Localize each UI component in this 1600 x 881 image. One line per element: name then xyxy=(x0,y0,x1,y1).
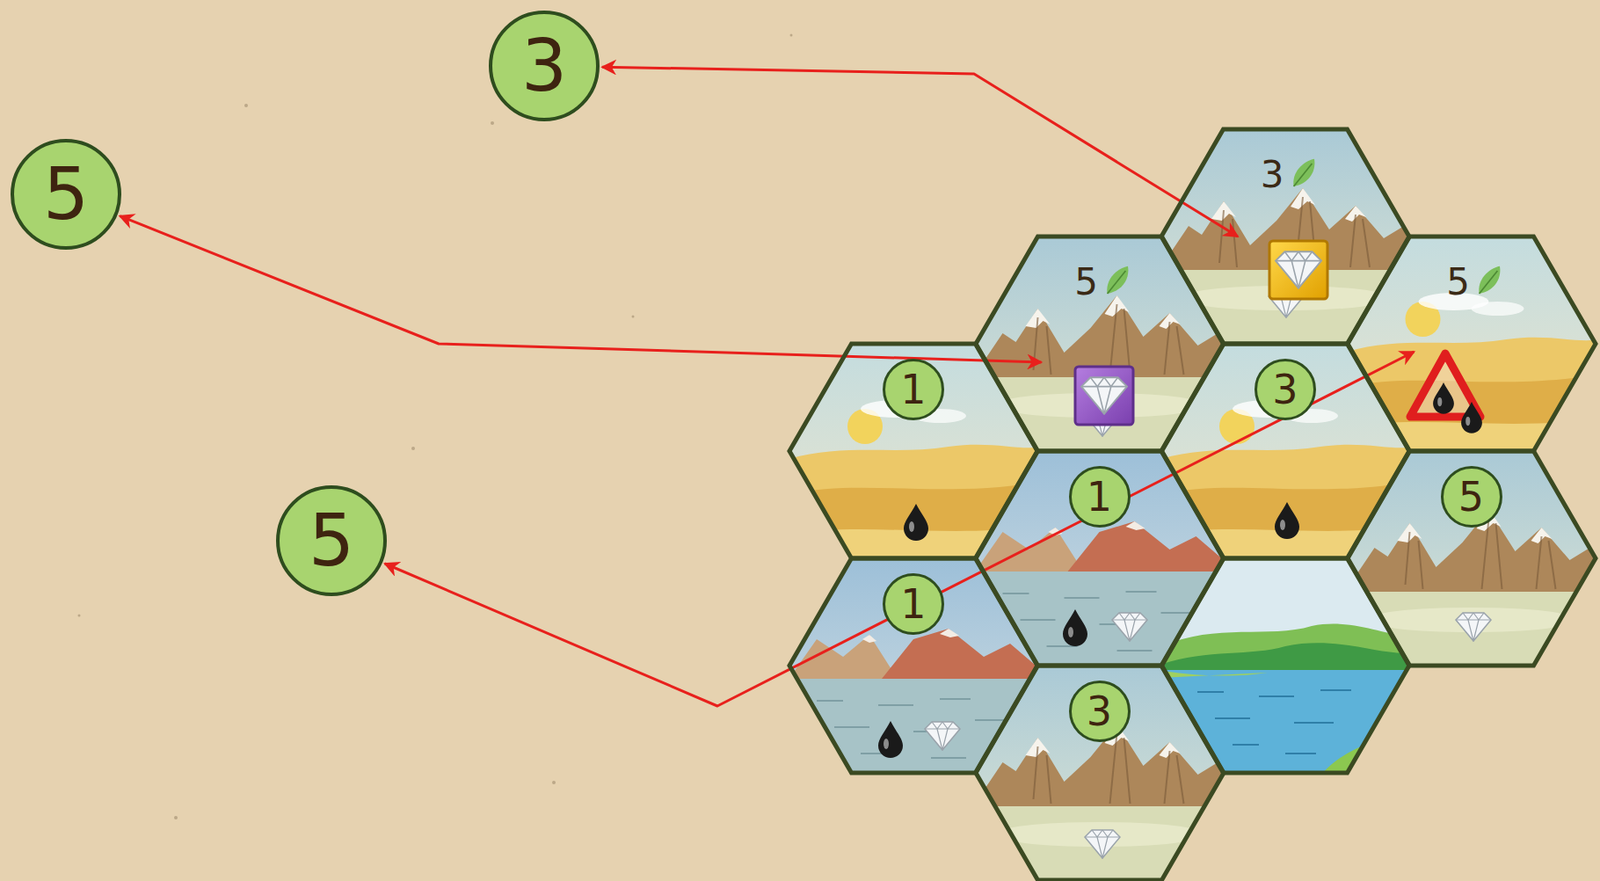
hex-outline xyxy=(1347,236,1596,451)
token-number: 5 xyxy=(308,504,355,577)
pointer-arrow xyxy=(385,351,1415,706)
tile-value-circle: 3 xyxy=(1069,680,1131,742)
number-token: 5 xyxy=(276,485,387,597)
hex-tile: 5 xyxy=(1347,236,1596,451)
hex-tile: 3 xyxy=(975,665,1224,880)
hex-tile: 1 xyxy=(789,558,1038,773)
tile-score: 5 xyxy=(1446,263,1470,301)
hex-tile: 1 xyxy=(789,343,1038,559)
tile-score: 3 xyxy=(1260,156,1285,194)
number-token: 5 xyxy=(10,138,122,250)
hex-tile: 1 xyxy=(975,450,1224,666)
number-token: 3 xyxy=(488,10,600,122)
token-number: 3 xyxy=(521,29,568,102)
tile-value-circle: 1 xyxy=(882,573,945,635)
pointer-arrow xyxy=(602,66,1238,237)
tile-score: 5 xyxy=(1074,263,1099,301)
tile-value-circle: 5 xyxy=(1440,465,1503,528)
token-number: 5 xyxy=(43,158,89,231)
hex-outline xyxy=(975,236,1224,451)
hex-tile: 5 xyxy=(975,236,1224,451)
hex-tile: 5 xyxy=(1347,450,1596,666)
hex-tile: 3 xyxy=(1161,343,1410,559)
tile-value-circle: 1 xyxy=(1069,465,1131,528)
paper-specks xyxy=(78,34,793,821)
tile-value-circle: 1 xyxy=(882,358,945,421)
hex-outline xyxy=(1161,129,1410,344)
hex-tile: 3 xyxy=(1161,129,1410,344)
player-tokens xyxy=(1075,240,1483,434)
pointer-arrow xyxy=(119,216,1041,363)
hex-scenes xyxy=(785,126,1600,881)
tile-value-circle: 3 xyxy=(1254,358,1317,421)
